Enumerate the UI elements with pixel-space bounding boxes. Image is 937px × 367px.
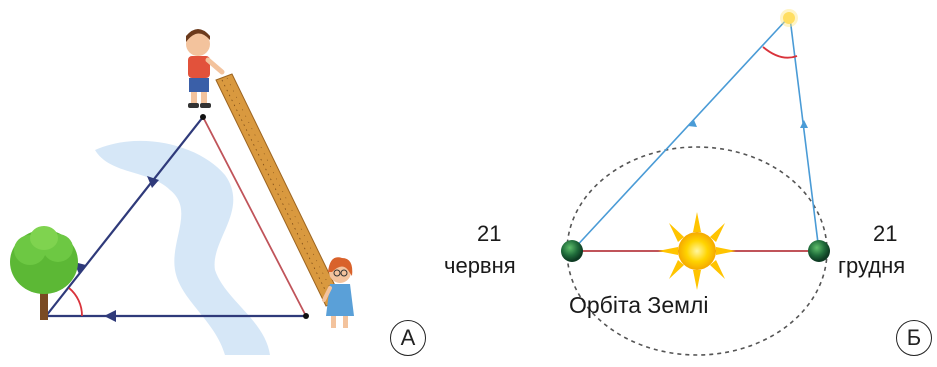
tree — [10, 226, 78, 320]
girl-figure — [322, 257, 354, 328]
june-month-label: червня — [444, 253, 516, 278]
ray-june-to-star — [571, 17, 789, 252]
arrow-head-bottom — [104, 310, 116, 322]
vertex-boy — [200, 114, 206, 120]
panel-b-badge: Б — [896, 320, 932, 356]
panel-a — [10, 29, 354, 355]
line-boy-to-tree — [45, 116, 204, 317]
angle-arc-b — [762, 46, 798, 59]
december-day-label: 21 — [873, 221, 898, 246]
panel-a-badge: А — [390, 320, 426, 356]
sun — [658, 212, 736, 290]
panel-b — [561, 9, 830, 356]
ray-december-to-star — [789, 17, 820, 252]
earth-december — [808, 240, 830, 262]
december-month-label: грудня — [838, 253, 906, 278]
river — [95, 140, 270, 355]
line-boy-to-girl — [202, 116, 307, 317]
june-day-label: 21 — [477, 221, 502, 246]
arrow-head-diagonal — [147, 176, 159, 188]
vertex-girl — [303, 313, 309, 319]
angle-arc-a — [68, 287, 83, 317]
distant-star — [780, 9, 798, 27]
earth-june — [561, 240, 583, 262]
orbit-label: Орбіта Землі — [569, 292, 709, 318]
boy-figure — [186, 29, 225, 108]
measuring-tape — [215, 73, 343, 307]
ray-arrow-right — [800, 120, 808, 128]
ray-arrow-left — [688, 120, 697, 127]
